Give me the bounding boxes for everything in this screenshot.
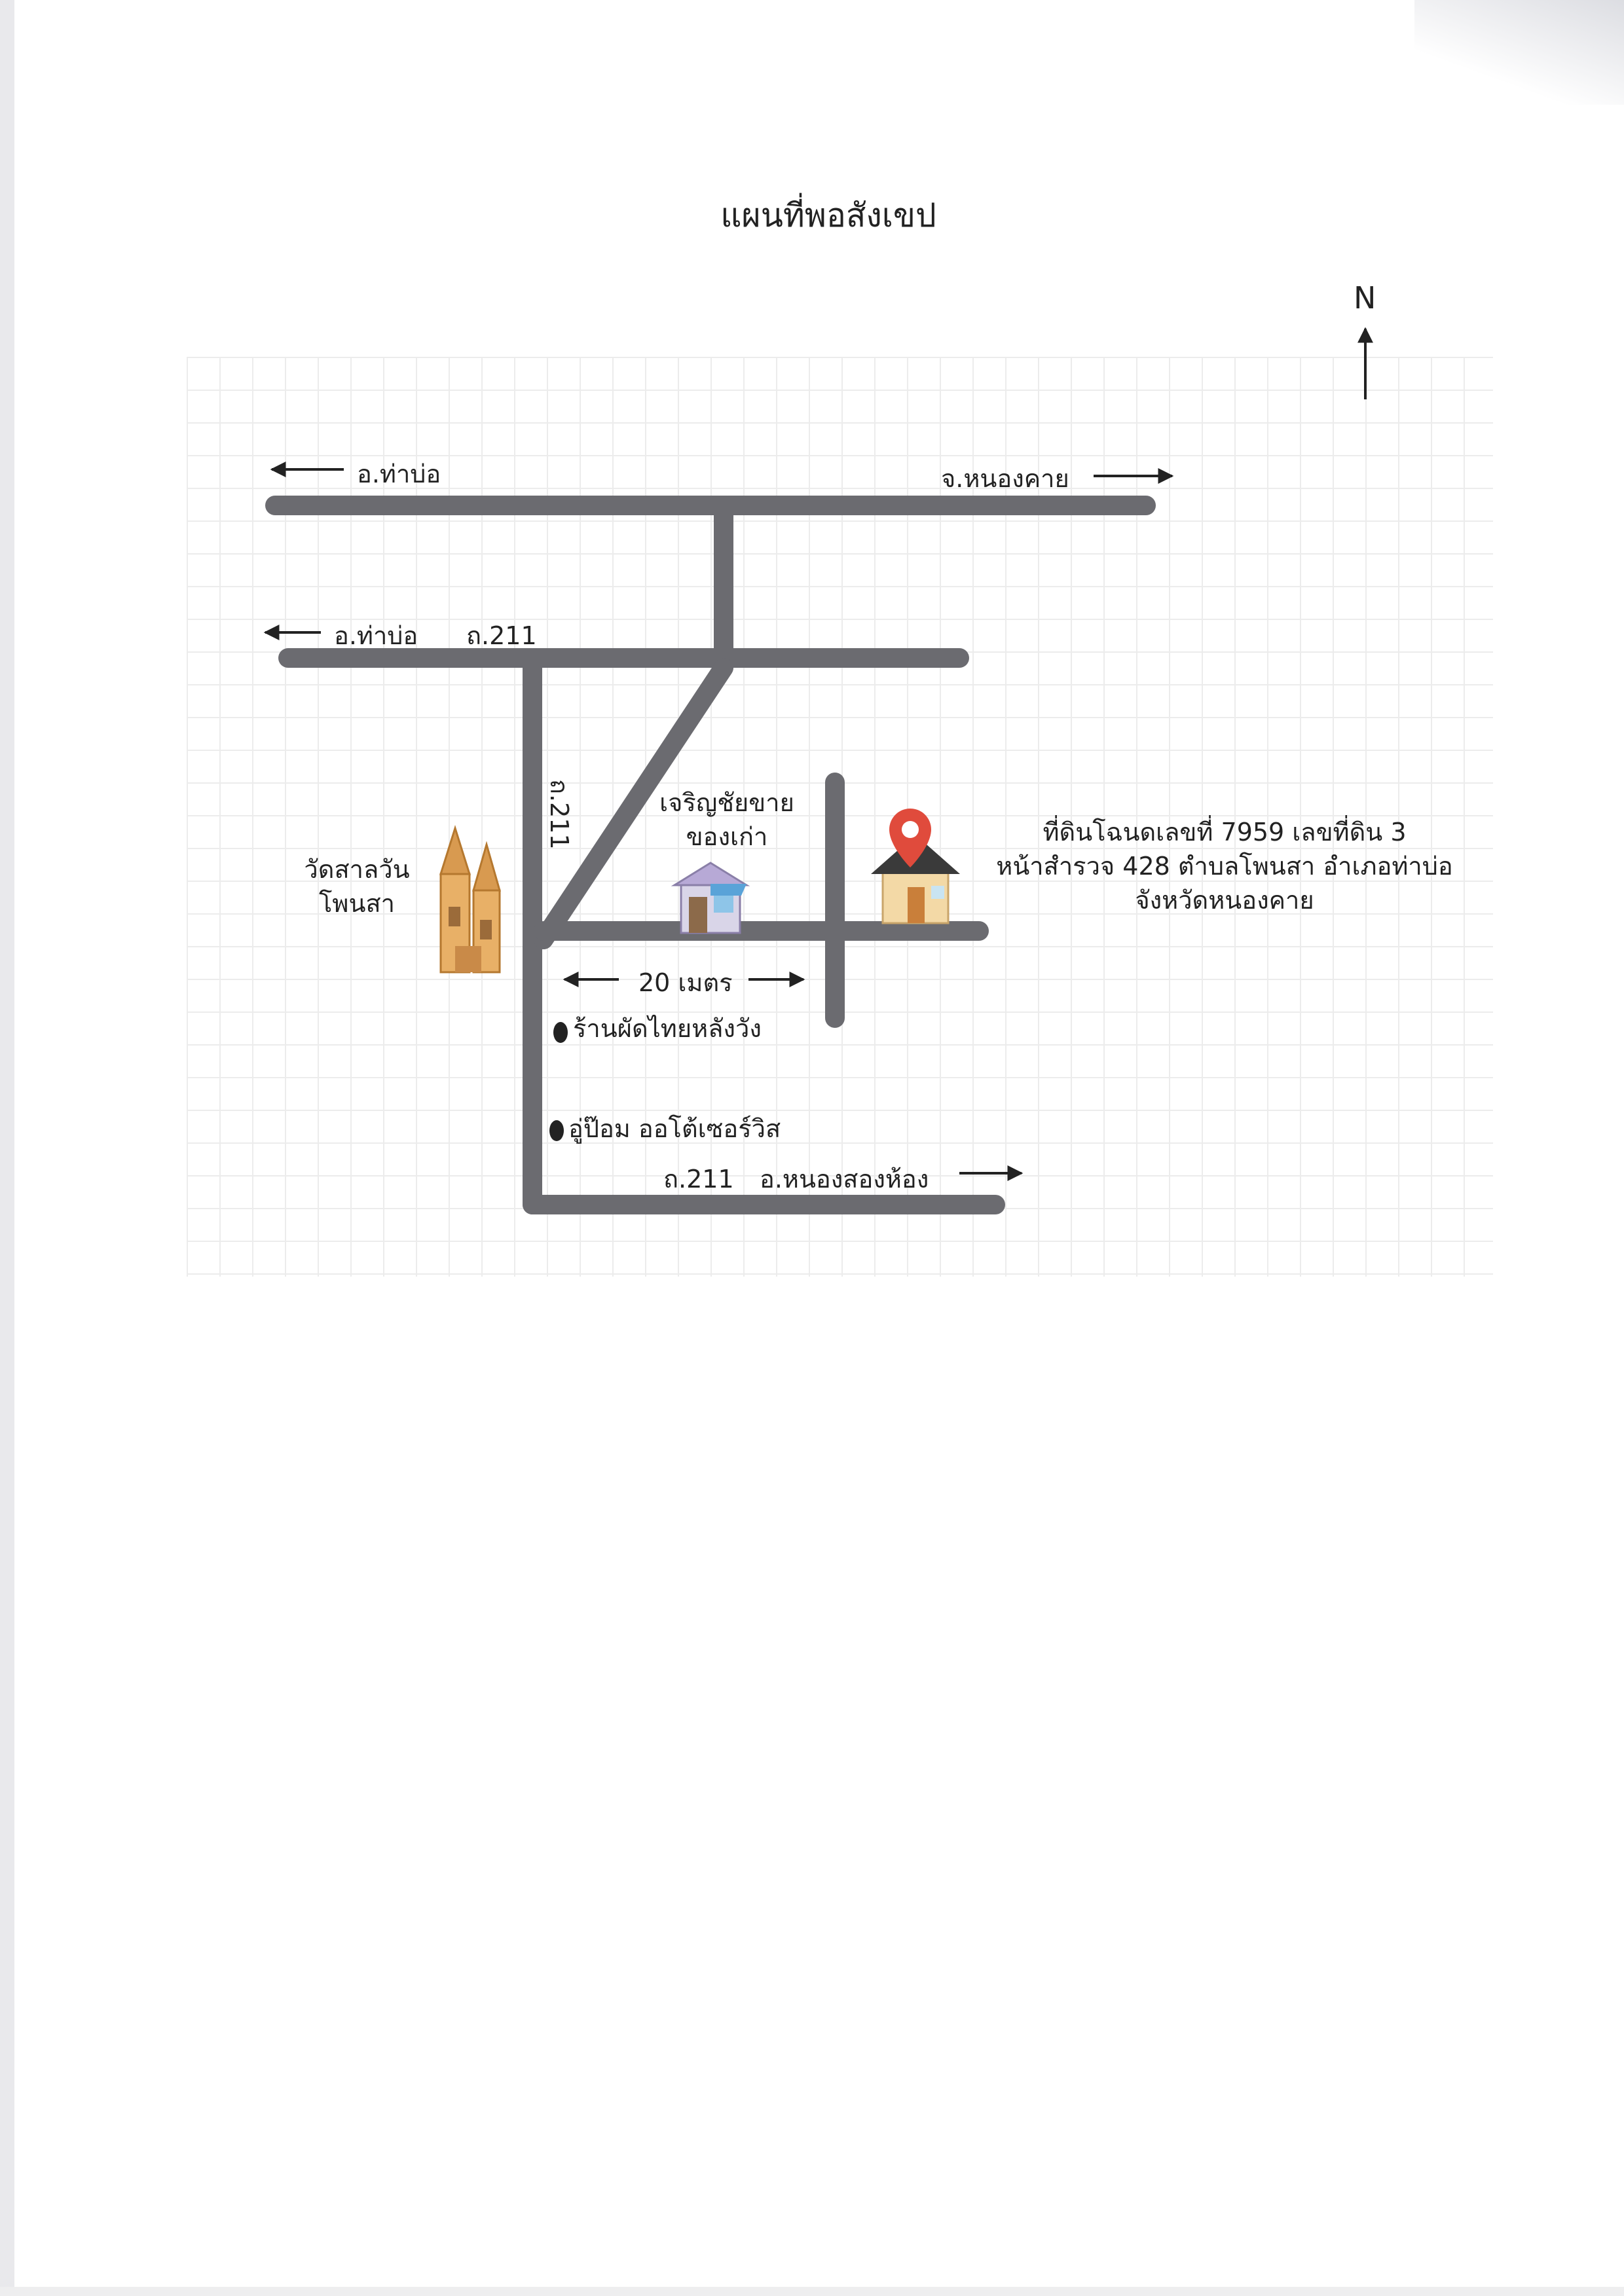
restaurant-dot (553, 1022, 568, 1043)
label-top-right-dest: จ.หนองคาย (941, 464, 1069, 493)
map-title: แผนที่พอสังเขป (720, 196, 936, 234)
roads (265, 496, 1156, 1214)
garage-label: อู่ป๊อม ออโต้เซอร์วิส (568, 1114, 781, 1143)
road-diagonal (534, 658, 733, 949)
label-bottom-road-name: ถ.211 (663, 1165, 734, 1194)
temple-label-line1: วัดสาลวัน (304, 855, 410, 884)
property-icon (871, 809, 960, 924)
label-bottom-right-dest: อ.หนองสองห้อง (760, 1165, 929, 1194)
label-top-left-dest: อ.ท่าบ่อ (357, 460, 441, 488)
shop-label-line2: ของเก่า (686, 822, 768, 851)
direction-arrows (263, 327, 1373, 1181)
north-label: N (1354, 280, 1376, 316)
property-label-line2: หน้าสำรวจ 428 ตำบลโพนสา อำเภอท่าบ่อ (996, 852, 1453, 881)
shop-label-line1: เจริญชัยขาย (659, 788, 794, 817)
shop-label: เจริญชัยขาย ของเก่า (645, 786, 809, 854)
restaurant-label: ร้านผัดไทยหลังวัง (573, 1014, 762, 1043)
distance-label: 20 เมตร (638, 968, 733, 997)
temple-label-line2: โพนสา (319, 889, 395, 918)
garage-dot (549, 1120, 564, 1141)
label-mid-road-name: ถ.211 (466, 621, 537, 650)
label-vertical-road-name: ถ.211 (545, 779, 574, 850)
property-label-line1: ที่ดินโฉนดเลขที่ 7959 เลขที่ดิน 3 (1043, 818, 1407, 847)
shop-icon (671, 862, 750, 934)
scan-bottom-edge (0, 2287, 1624, 2296)
scan-left-edge (0, 0, 14, 2296)
property-label: ที่ดินโฉนดเลขที่ 7959 เลขที่ดิน 3 หน้าสำ… (979, 815, 1470, 917)
label-mid-left-dest: อ.ท่าบ่อ (334, 621, 418, 650)
temple-icon (439, 824, 501, 974)
scan-corner-shadow (1414, 0, 1624, 105)
temple-label: วัดสาลวัน โพนสา (288, 852, 426, 920)
property-label-line3: จังหวัดหนองคาย (1135, 886, 1314, 915)
